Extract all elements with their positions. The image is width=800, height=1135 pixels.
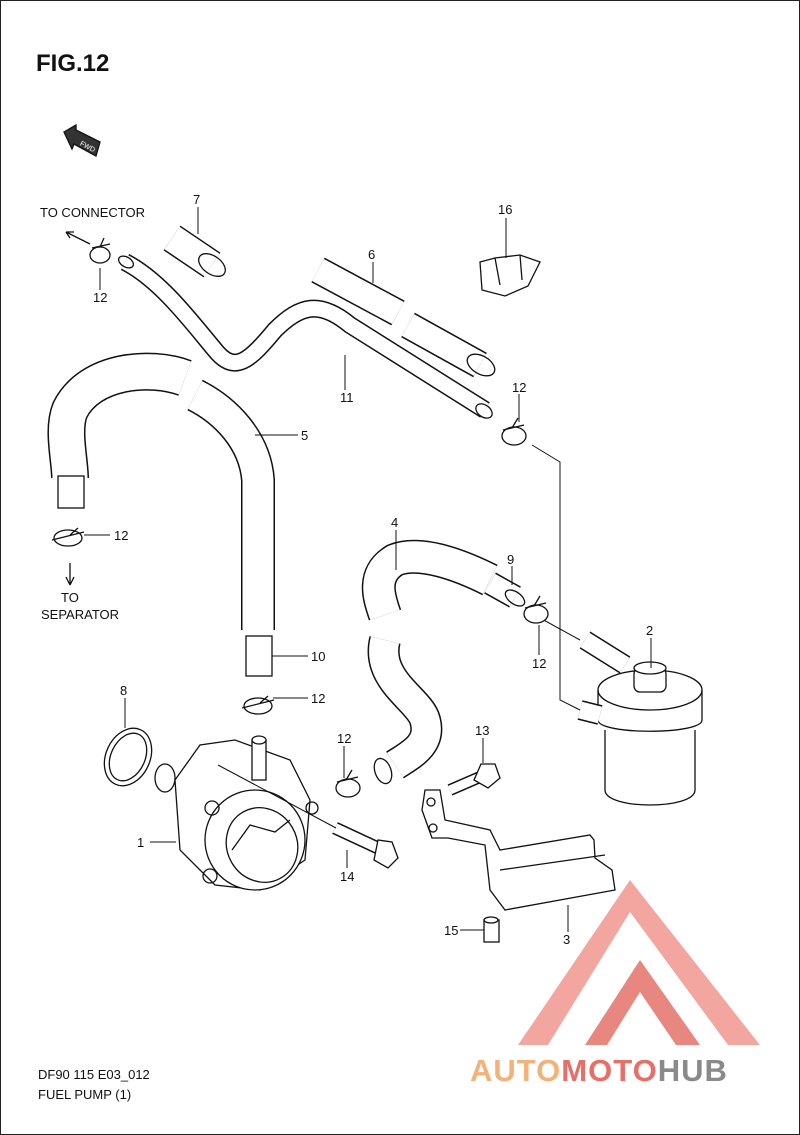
fitting-9 [484, 572, 526, 608]
arrow-to-separator-icon [65, 563, 75, 586]
fitting-10 [245, 635, 273, 677]
watermark-brand: AUTOMOTOHUB [470, 1053, 728, 1089]
fuel-filter-2 [577, 631, 703, 806]
collar-16 [483, 916, 500, 943]
callout-14: 14 [340, 869, 355, 884]
figure-code: DF90 115 E03_012 [38, 1067, 150, 1082]
watermark-part-2: MOTO [561, 1053, 658, 1088]
callout-12-f: 12 [337, 731, 352, 746]
to-connector-label: TO CONNECTOR [40, 205, 145, 220]
callout-7: 7 [193, 192, 201, 207]
figure-title: FIG.12 [36, 50, 110, 77]
hose-11 [117, 253, 493, 419]
watermark-part-3: HUB [657, 1053, 728, 1088]
separator-label: SEPARATOR [41, 607, 120, 622]
callout-12-c: 12 [114, 528, 129, 543]
callout-12-d: 12 [532, 656, 547, 671]
clip-15 [479, 254, 541, 297]
bolt-13 [447, 763, 501, 796]
clamp-icon [51, 237, 549, 798]
figure-name: FUEL PUMP (1) [38, 1087, 132, 1102]
callout-13: 13 [475, 723, 490, 738]
callout-12-b: 12 [512, 380, 527, 395]
hose-6 [311, 257, 496, 378]
fuel-pump-1 [154, 735, 319, 891]
callout-6: 6 [368, 247, 376, 262]
callout-15: 16 [498, 202, 513, 217]
callout-16: 15 [444, 923, 459, 938]
connection-line [531, 444, 581, 711]
callout-5: 5 [301, 428, 309, 443]
watermark-part-1: AUTO [470, 1053, 562, 1088]
fitting-left [57, 475, 85, 509]
callout-12-a: 12 [93, 290, 108, 305]
o-ring-8 [103, 727, 153, 787]
callout-10: 10 [311, 649, 326, 664]
callout-3: 3 [563, 932, 571, 947]
connection-line-2 [539, 617, 581, 641]
hose-4 [361, 539, 498, 785]
bolt-14 [332, 822, 399, 869]
callout-11: 11 [340, 390, 354, 405]
watermark-logo-icon [518, 880, 760, 1045]
callout-12-e: 12 [311, 691, 326, 706]
callout-1: 1 [137, 835, 145, 850]
hose-7 [163, 225, 226, 278]
bracket-3 [421, 789, 616, 911]
to-label: TO [61, 590, 79, 605]
callout-4: 4 [391, 515, 399, 530]
arrow-to-connector-icon [65, 231, 91, 245]
fwd-arrow-icon: FWD [63, 123, 101, 157]
callout-9: 9 [507, 552, 515, 567]
callout-2: 2 [646, 623, 654, 638]
hose-5 [47, 352, 275, 630]
callout-8: 8 [120, 683, 128, 698]
leader-lines [84, 207, 652, 932]
